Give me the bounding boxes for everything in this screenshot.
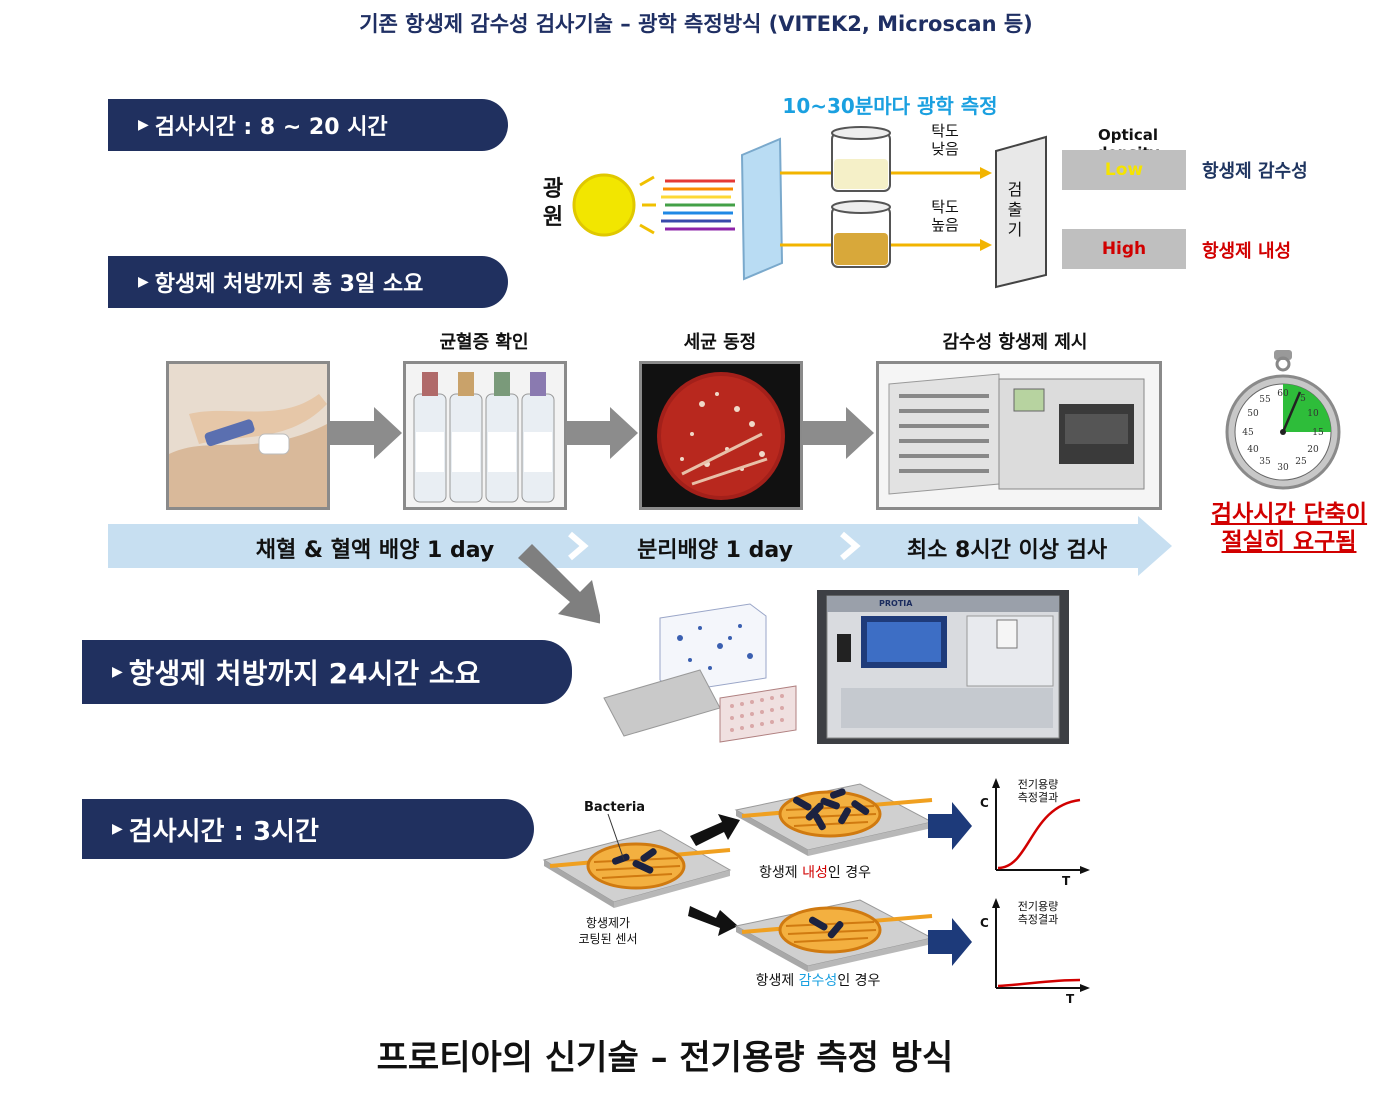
- urgent-line-1: 검사시간 단축이: [1210, 501, 1368, 527]
- page-title: 기존 항생제 감수성 검사기술 – 광학 측정방식 (VITEK2, Micro…: [359, 12, 1033, 36]
- triangle-bullet-icon: ▶: [138, 274, 149, 290]
- susceptible-curve: [997, 978, 1081, 988]
- step3-caption: 감수성 항생제 제시: [942, 332, 1088, 353]
- dial-number: 60: [1277, 389, 1289, 399]
- od-high-box: High: [1062, 229, 1186, 269]
- result-susceptible-label: 항생제 감수성: [1202, 161, 1308, 182]
- result-resistant-label: 항생제 내성: [1202, 241, 1292, 262]
- timeline-arrow: [108, 516, 1172, 576]
- susceptible-sensor-icon: [734, 899, 934, 972]
- dial-number: 55: [1259, 395, 1271, 405]
- detector-label: 검 출 기: [1007, 180, 1023, 239]
- dial-number: 50: [1247, 409, 1259, 419]
- susceptible-case-label: 항생제 감수성인 경우: [738, 970, 898, 990]
- stage2-label: 분리배양 1 day: [637, 538, 793, 563]
- axis-c-label-resistant: C: [980, 796, 989, 810]
- sensor-caption: 항생제가 코팅된 센서: [556, 915, 660, 947]
- blood-draw-photo: [166, 361, 330, 510]
- banner-label: 항생제 처방까지 총 3일 소요: [154, 272, 424, 297]
- banner-label: 항생제 처방까지 24시간 소요: [128, 657, 481, 690]
- sensor-caption-line-2: 코팅된 센서: [578, 932, 638, 946]
- dial-number: 25: [1295, 457, 1307, 467]
- sun-icon: [572, 173, 636, 237]
- turbidity-low-label: 탁도 낮음: [931, 122, 959, 158]
- protia-instrument-photo: PROTIA: [817, 590, 1069, 744]
- banner-label: 검사시간 : 3시간: [128, 816, 319, 847]
- vitek-analyzer-photo: [876, 361, 1162, 510]
- instrument-brand-label: PROTIA: [879, 599, 913, 608]
- base-sensor-icon: [542, 829, 732, 908]
- urgent-line-2: 절실히 요구됨: [1221, 529, 1357, 555]
- flow-arrow-1-icon: [330, 407, 402, 459]
- banner-label: 검사시간 : 8 ~ 20 시간: [154, 115, 388, 140]
- dial-number: 20: [1307, 445, 1319, 455]
- dial-number: 35: [1259, 457, 1271, 467]
- dial-number: 30: [1277, 463, 1289, 473]
- resistant-curve: [997, 798, 1081, 870]
- resistant-prefix: 항생제: [759, 865, 803, 881]
- resistant-capacitance-graph: [992, 778, 1090, 874]
- bacteria-label: Bacteria: [584, 800, 646, 815]
- black-arrow-down-icon: [688, 906, 738, 936]
- axis-t-label-resistant: T: [1062, 874, 1071, 888]
- stopwatch-icon: 60 5 10 15 20 25 30 35 40 45 50 55: [1225, 350, 1341, 490]
- light-source-label: 광원: [542, 177, 564, 230]
- od-low-box: Low: [1062, 150, 1186, 190]
- axis-c-label-susceptible: C: [980, 916, 989, 930]
- dial-number: 15: [1312, 428, 1324, 438]
- culture-bottles-photo: [403, 361, 567, 510]
- dial-number: 5: [1300, 394, 1306, 404]
- stage3-label: 최소 8시간 이상 검사: [906, 538, 1108, 563]
- susceptible-prefix: 항생제: [755, 973, 799, 989]
- graph-title-line-1: 전기용량: [1017, 900, 1059, 913]
- resistant-suffix: 인 경우: [827, 865, 871, 881]
- beaker-low-turbidity-icon: [831, 126, 891, 192]
- test-time-new-banner: ▶ 검사시간 : 3시간: [82, 799, 534, 859]
- resistant-case-label: 항생제 내성인 경우: [740, 862, 890, 882]
- footer-title: 프로티아의 신기술 – 전기용량 측정 방식: [376, 1038, 954, 1078]
- step2-caption: 세균 동정: [683, 332, 757, 353]
- dial-number: 10: [1307, 409, 1319, 419]
- triangle-bullet-icon: ▶: [112, 664, 123, 680]
- sensor-caption-line-1: 항생제가: [585, 916, 631, 930]
- resistant-sensor-icon: [734, 783, 934, 856]
- black-arrow-up-icon: [690, 814, 740, 846]
- resistant-word: 내성: [802, 865, 828, 881]
- graph-title-line-2: 측정결과: [1017, 791, 1059, 804]
- blue-arrow-resistant-icon: [928, 802, 972, 850]
- flow-arrow-3-icon: [802, 407, 874, 459]
- detector-icon: [995, 135, 1047, 289]
- graph-title-resistant: 전기용량 측정결과: [1010, 778, 1066, 804]
- triangle-bullet-icon: ▶: [112, 821, 123, 837]
- graph-title-line-2: 측정결과: [1017, 913, 1059, 926]
- protia-kit-photo: [600, 598, 800, 744]
- turbidity-high-label: 탁도 높음: [931, 198, 959, 234]
- flow-arrow-2-icon: [566, 407, 638, 459]
- sensor-diagram: [542, 778, 1090, 992]
- diagonal-arrow-icon: [518, 544, 602, 624]
- test-time-old-banner: ▶ 검사시간 : 8 ~ 20 시간: [108, 99, 508, 151]
- prescribe-24h-banner: ▶ 항생제 처방까지 24시간 소요: [82, 640, 572, 704]
- glass-plate: [740, 137, 784, 281]
- axis-t-label-susceptible: T: [1066, 992, 1075, 1006]
- urgent-message: 검사시간 단축이 절실히 요구됨: [1196, 500, 1382, 556]
- measure-interval-label: 10~30분마다 광학 측정: [782, 94, 998, 118]
- step1-caption: 균혈증 확인: [439, 332, 529, 353]
- stage1-label: 채혈 & 혈액 배양 1 day: [255, 538, 495, 563]
- susceptible-suffix: 인 경우: [837, 973, 881, 989]
- susceptible-word: 감수성: [798, 973, 838, 989]
- beaker-high-turbidity-icon: [831, 200, 891, 268]
- dial-number: 40: [1247, 445, 1259, 455]
- agar-plate-photo: [639, 361, 803, 510]
- triangle-bullet-icon: ▶: [138, 117, 149, 133]
- blue-arrow-susceptible-icon: [928, 918, 972, 966]
- optical-diagram: [572, 126, 1047, 289]
- graph-title-susceptible: 전기용량 측정결과: [1010, 900, 1066, 926]
- prescribe-3day-banner: ▶ 항생제 처방까지 총 3일 소요: [108, 256, 508, 308]
- graph-title-line-1: 전기용량: [1017, 778, 1059, 791]
- dial-number: 45: [1242, 428, 1254, 438]
- susceptible-capacitance-graph: [992, 898, 1090, 992]
